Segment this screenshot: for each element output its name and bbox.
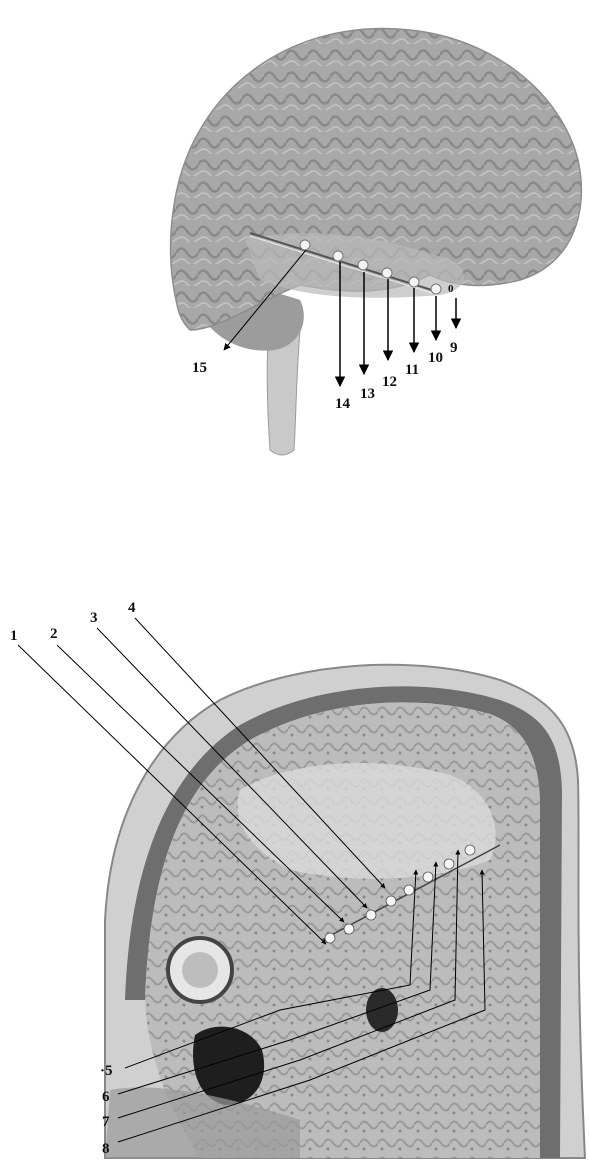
contact-dot (382, 268, 392, 278)
label-6: 6 (102, 1089, 110, 1105)
contact-dot (300, 240, 310, 250)
contact-dot (444, 859, 454, 869)
contact-dot (366, 910, 376, 920)
brain-3d-figure: 0 9 10 11 12 13 14 15 (171, 28, 582, 455)
label-12: 12 (382, 374, 397, 390)
label-15: 15 (192, 360, 207, 376)
contact-dot (431, 284, 441, 294)
label-11: 11 (405, 362, 419, 378)
contact-dot (344, 924, 354, 934)
contact-dot (333, 251, 343, 261)
contact-dot (404, 885, 414, 895)
label-13: 13 (360, 386, 375, 402)
label-10: 10 (428, 350, 443, 366)
label-3: 3 (90, 610, 98, 626)
mri-sagittal-figure: 1 2 3 4 ·5 6 7 8 (10, 600, 585, 1158)
electrode-tick-label: 0 (448, 283, 454, 295)
label-14: 14 (335, 396, 351, 412)
contact-dot (325, 933, 335, 943)
contact-dot (409, 277, 419, 287)
label-1: 1 (10, 628, 18, 644)
label-4: 4 (128, 600, 136, 616)
contact-dot (358, 260, 368, 270)
label-5: ·5 (100, 1063, 113, 1079)
contact-dot (386, 896, 396, 906)
brainstem-spot (366, 988, 398, 1032)
label-8: 8 (102, 1141, 110, 1157)
label-7: 7 (102, 1114, 110, 1130)
contact-dot (465, 845, 475, 855)
contact-dot (423, 872, 433, 882)
white-matter (237, 763, 495, 879)
label-9: 9 (450, 340, 458, 356)
label-2: 2 (50, 626, 58, 642)
